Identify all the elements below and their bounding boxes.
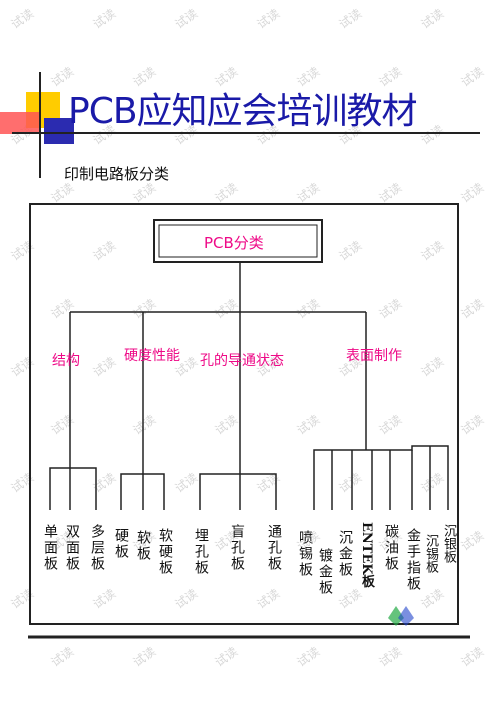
leaf-carbon-ink: 碳油板 bbox=[383, 524, 399, 572]
leaf-entek: ENTEK板 bbox=[359, 522, 374, 588]
root-box-inner bbox=[158, 224, 318, 258]
leaf-single-side: 单面板 bbox=[42, 524, 58, 572]
leaf-rigid: 硬板 bbox=[113, 528, 129, 560]
chart-frame bbox=[29, 203, 459, 625]
leaf-gold-finger: 金手指板 bbox=[405, 528, 421, 592]
page-subtitle: 印制电路板分类 bbox=[64, 165, 170, 183]
root-label: PCB分类 bbox=[204, 234, 264, 252]
leaf-gold-plated: 镀金板 bbox=[317, 548, 333, 596]
leaf-immersion-silver: 沉银板 bbox=[441, 524, 456, 563]
deco-red-square bbox=[0, 112, 40, 134]
leaf-through-hole: 通孔板 bbox=[266, 524, 282, 572]
root-box bbox=[153, 219, 323, 263]
bracket-structure bbox=[49, 467, 97, 510]
bracket-surface bbox=[313, 445, 449, 510]
logo-mark bbox=[388, 606, 404, 626]
leaf-blind-via: 盲孔板 bbox=[229, 524, 245, 572]
category-surface: 表面制作 bbox=[346, 348, 402, 364]
category-holes: 孔的导通状态 bbox=[200, 353, 284, 369]
page-title: PCB应知应会培训教材 bbox=[68, 91, 418, 132]
bracket-holes bbox=[199, 473, 277, 510]
leaf-rigid-flex: 软硬板 bbox=[157, 528, 173, 576]
category-hardness: 硬度性能 bbox=[124, 348, 180, 364]
leaf-double-side: 双面板 bbox=[64, 524, 80, 572]
category-structure: 结构 bbox=[52, 353, 80, 369]
deco-blue-square bbox=[44, 118, 74, 144]
leaf-flex: 软板 bbox=[135, 530, 151, 562]
leaf-buried-via: 埋孔板 bbox=[193, 528, 209, 576]
leaf-multilayer: 多层板 bbox=[89, 524, 105, 572]
leaf-hasl: 喷锡板 bbox=[297, 530, 313, 578]
leaf-immersion-tin: 沉锡板 bbox=[423, 534, 438, 573]
leaf-enig: 沉金板 bbox=[337, 530, 353, 578]
